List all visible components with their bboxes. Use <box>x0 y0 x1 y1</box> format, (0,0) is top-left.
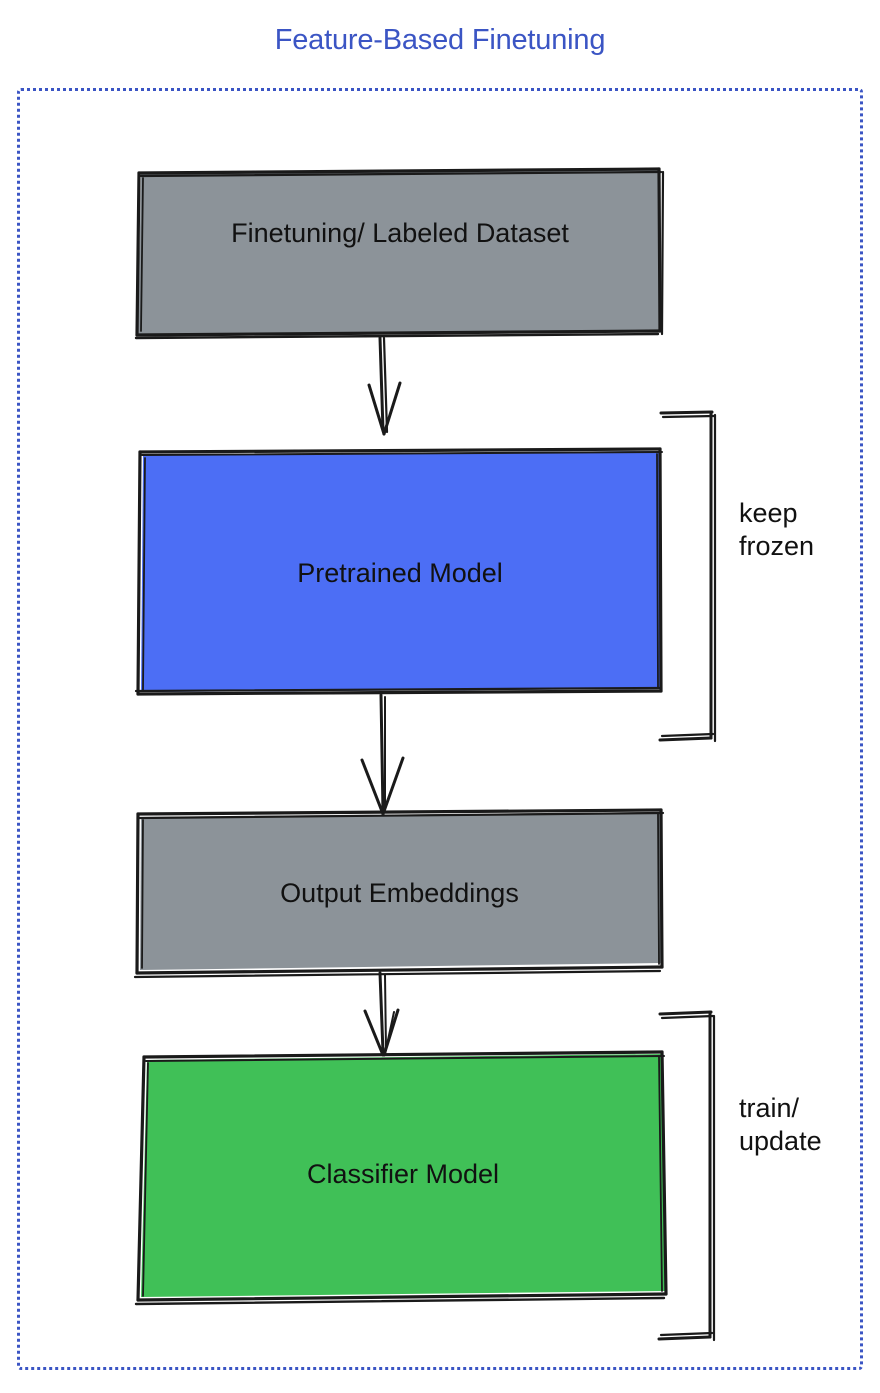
node-pretrained[interactable] <box>138 449 662 694</box>
node-embeddings[interactable] <box>137 810 662 973</box>
node-dataset[interactable] <box>138 170 662 336</box>
annotation-keep-frozen: keep frozen <box>739 498 815 562</box>
node-classifier[interactable] <box>140 1054 666 1300</box>
annotation-train-update: train/ update <box>739 1093 822 1157</box>
page-title: Feature-Based Finetuning <box>274 24 606 56</box>
diagram-frame <box>17 88 863 1370</box>
